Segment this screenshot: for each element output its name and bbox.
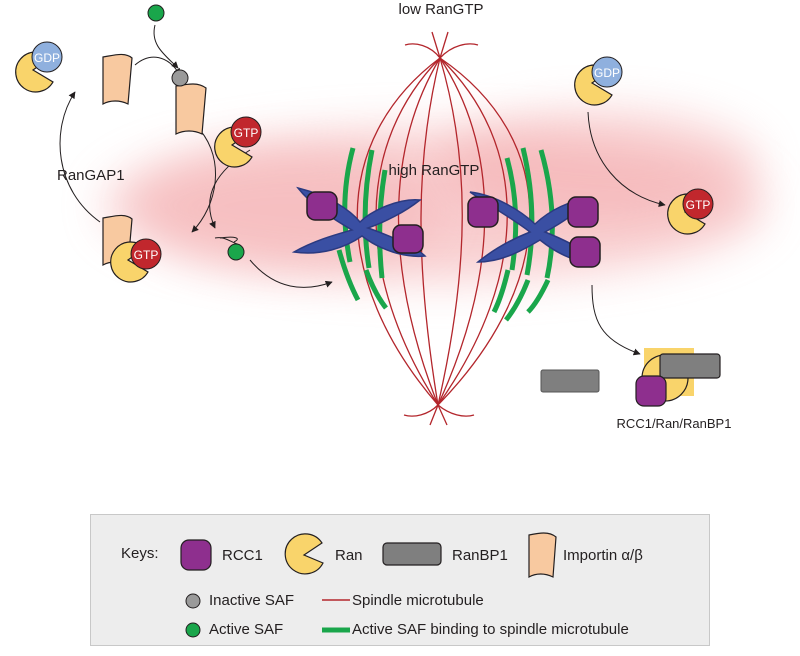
- legend-ran-symbol: [284, 533, 324, 575]
- inactive-saf-on-importin: [171, 69, 189, 87]
- gtp-label: GTP: [234, 126, 259, 140]
- legend-active-saf-label: Active SAF: [209, 621, 284, 638]
- legend-inactive-saf-label: Inactive SAF: [209, 592, 295, 609]
- gdp-label: GDP: [594, 66, 620, 80]
- ran-gtp-importin: GTP: [110, 238, 162, 283]
- legend-ranbp1-symbol: [382, 542, 442, 566]
- legend-title: Keys:: [121, 545, 159, 562]
- ranbp1-free: [540, 369, 600, 393]
- legend-active-saf-symbol: [185, 622, 201, 638]
- legend-ranbp1-label: RanBP1: [452, 547, 508, 564]
- ran-gtp-right: GTP: [667, 188, 714, 235]
- complex-label: RCC1/Ran/RanBP1: [617, 416, 732, 431]
- legend-rcc1-symbol: [180, 539, 212, 571]
- low-ran-gtp-label: low RanGTP: [398, 1, 483, 18]
- ran-gap1-label: RanGAP1: [57, 167, 125, 184]
- legend-importin-label: Importin α/β: [563, 547, 643, 564]
- legend-saf-binding-symbol: [322, 627, 350, 633]
- ran-gtp-cycle: GTP: [214, 116, 262, 168]
- gtp-label: GTP: [134, 248, 159, 262]
- gdp-label: GDP: [34, 51, 60, 65]
- high-ran-gtp-label: high RanGTP: [389, 162, 480, 179]
- legend-spindle-symbol: [322, 599, 350, 601]
- ran-gdp-top-left: GDP: [15, 41, 63, 93]
- legend-spindle-label: Spindle microtubule: [352, 592, 484, 609]
- free-active-saf: [147, 4, 245, 261]
- legend-ran-label: Ran: [335, 547, 363, 564]
- ran-gdp-top-right: GDP: [574, 56, 623, 106]
- rcc1-on-chromatin: [306, 191, 601, 268]
- legend-box: [90, 514, 710, 646]
- rcc1-ran-ranbp1-complex: [635, 348, 721, 407]
- importin-shapes: [102, 53, 207, 267]
- legend-importin-symbol: [528, 532, 557, 579]
- gtp-label: GTP: [686, 198, 711, 212]
- legend-saf-binding-label: Active SAF binding to spindle microtubul…: [352, 621, 629, 638]
- complex-arrows: [587, 111, 666, 356]
- legend-rcc1-label: RCC1: [222, 547, 263, 564]
- saf-bound-microtubules: [336, 147, 555, 322]
- legend-inactive-saf-symbol: [185, 593, 201, 609]
